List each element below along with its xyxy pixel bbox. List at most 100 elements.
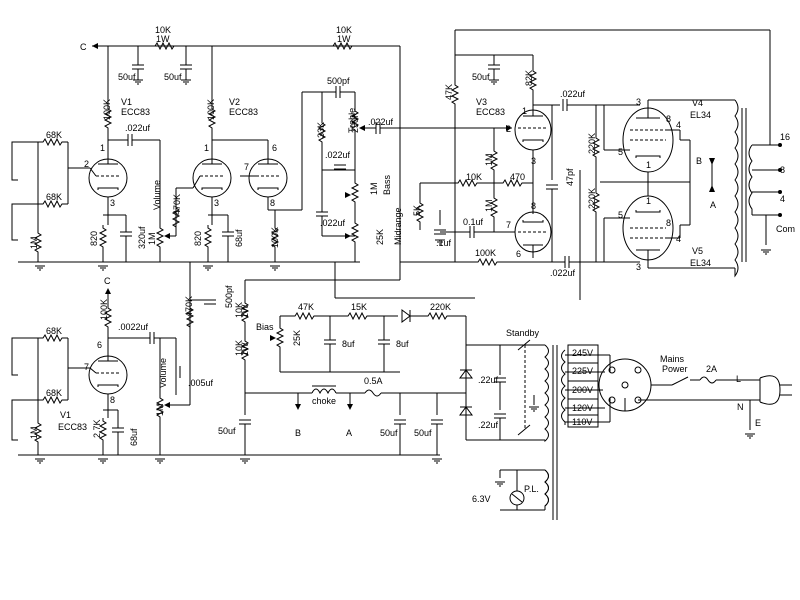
svg-text:.022uf: .022uf	[368, 117, 394, 127]
mains-fuse-label: 2A	[706, 364, 717, 374]
svg-text:3: 3	[636, 262, 641, 272]
v2-cathode: 820 68uf	[193, 214, 244, 262]
heater-voltage: 6.3V	[472, 494, 491, 504]
output-tap-com: Com	[776, 224, 795, 234]
svg-text:1M: 1M	[155, 403, 165, 416]
tap-120v: 120V	[572, 403, 593, 413]
svg-text:Midrange: Midrange	[393, 207, 403, 245]
pi-grid-network: 1M 1M 10K 470 5K 0.1uf .1uf 100K	[400, 128, 533, 266]
line-n: N	[737, 402, 744, 412]
svg-text:1: 1	[204, 143, 209, 153]
v3-triode-pair	[514, 105, 552, 258]
svg-text:320uf: 320uf	[137, 226, 147, 249]
svg-text:10K: 10K	[234, 340, 244, 356]
v4-label: V4	[692, 98, 703, 108]
node-c-mid: C	[104, 276, 111, 286]
svg-text:470K: 470K	[184, 296, 194, 317]
svg-text:47K: 47K	[298, 302, 314, 312]
svg-text:500pf: 500pf	[224, 285, 234, 308]
grid-resistor-470k-a: 470K	[172, 194, 182, 231]
v1-plate-resistor: 100K	[102, 46, 112, 145]
svg-text:3: 3	[214, 198, 219, 208]
ht-supply: choke 0.5A B A 50uf 50uf .22uf .22uf Sta…	[245, 316, 545, 455]
svg-text:68K: 68K	[46, 192, 62, 202]
output-tap-4: 4	[780, 194, 785, 204]
svg-text:.022uf: .022uf	[320, 218, 346, 228]
svg-text:25K: 25K	[292, 330, 302, 346]
svg-text:EL34: EL34	[690, 258, 711, 268]
line-e: E	[755, 418, 761, 428]
svg-text:1: 1	[100, 143, 105, 153]
svg-text:8: 8	[110, 395, 115, 405]
svg-text:100K: 100K	[102, 99, 112, 120]
v1-label: V1	[121, 97, 132, 107]
output-transformer	[734, 99, 782, 278]
svg-text:.022uf: .022uf	[325, 150, 351, 160]
volume-2: .005uf Volume 1M 470K 500pf	[155, 262, 234, 455]
svg-text:10K: 10K	[155, 25, 171, 35]
svg-text:68K: 68K	[46, 388, 62, 398]
svg-text:50uf: 50uf	[414, 428, 432, 438]
svg-text:220K: 220K	[587, 133, 597, 154]
svg-text:2.7K: 2.7K	[92, 419, 102, 438]
svg-text:Volume: Volume	[152, 180, 162, 210]
pilot-lamp-label: P.L.	[524, 484, 539, 494]
svg-text:7: 7	[84, 362, 89, 372]
v5-label: V5	[692, 246, 703, 256]
svg-text:1W: 1W	[337, 34, 351, 44]
svg-text:1: 1	[522, 106, 527, 116]
v5-power-pentode	[622, 195, 680, 268]
svg-text:Volume: Volume	[158, 358, 168, 388]
svg-text:2: 2	[84, 159, 89, 169]
svg-text:0.1uf: 0.1uf	[463, 217, 484, 227]
svg-text:1W: 1W	[240, 342, 250, 356]
v4-power-pentode	[622, 100, 680, 173]
v1b-cathode: 2.7K 68uf	[92, 409, 139, 455]
v2-label: V2	[229, 97, 240, 107]
svg-text:5: 5	[618, 147, 623, 157]
svg-text:.22uf: .22uf	[478, 420, 499, 430]
v1-triode-a	[88, 145, 128, 215]
output-tap-8: 8	[780, 165, 785, 175]
pi-b-plus: 47K 50uf 82K	[444, 29, 771, 262]
svg-text:250K: 250K	[350, 112, 360, 133]
b-plus-lower: 10K 1W 10K 1W 50uf	[218, 279, 400, 455]
svg-text:10K: 10K	[466, 172, 482, 182]
svg-text:25K: 25K	[375, 229, 385, 245]
node-a-supply: A	[346, 428, 352, 438]
svg-text:0.5A: 0.5A	[364, 376, 383, 386]
node-b-out: B	[696, 156, 702, 166]
v1-triode-b	[88, 342, 128, 410]
svg-text:820: 820	[193, 231, 203, 246]
svg-text:68uf: 68uf	[234, 229, 244, 247]
v1b-label: V1	[60, 410, 71, 420]
svg-text:.005uf: .005uf	[188, 378, 214, 388]
svg-text:10K: 10K	[336, 25, 352, 35]
svg-text:220K: 220K	[587, 188, 597, 209]
svg-text:470: 470	[510, 172, 525, 182]
pi-output-caps: .022uf 47pf .022uf 220K 220K	[533, 89, 640, 300]
svg-text:8uf: 8uf	[396, 339, 409, 349]
svg-text:4: 4	[676, 234, 681, 244]
svg-text:8: 8	[666, 114, 671, 124]
tap-245v: 245V	[572, 348, 593, 358]
svg-text:7: 7	[244, 162, 249, 172]
filter-cap-50uf-b: 50uf	[164, 46, 193, 85]
svg-text:.022uf: .022uf	[560, 89, 586, 99]
svg-text:Treble: Treble	[347, 108, 357, 133]
svg-text:100K: 100K	[206, 99, 216, 120]
svg-text:8: 8	[666, 218, 671, 228]
v2-triode-pair	[192, 145, 288, 215]
input-resistors: 68K 68K 1M	[29, 130, 90, 262]
resistor-10k-1w-b: 10K 1W	[329, 25, 356, 50]
svg-text:1M: 1M	[484, 199, 494, 212]
heater-pilot	[494, 469, 549, 511]
svg-text:1M: 1M	[29, 236, 39, 249]
svg-text:.22uf: .22uf	[478, 375, 499, 385]
svg-text:2: 2	[506, 124, 511, 134]
svg-text:ECC83: ECC83	[229, 107, 258, 117]
standby-label: Standby	[506, 328, 540, 338]
svg-text:1M: 1M	[147, 232, 157, 245]
svg-text:3: 3	[531, 156, 536, 166]
